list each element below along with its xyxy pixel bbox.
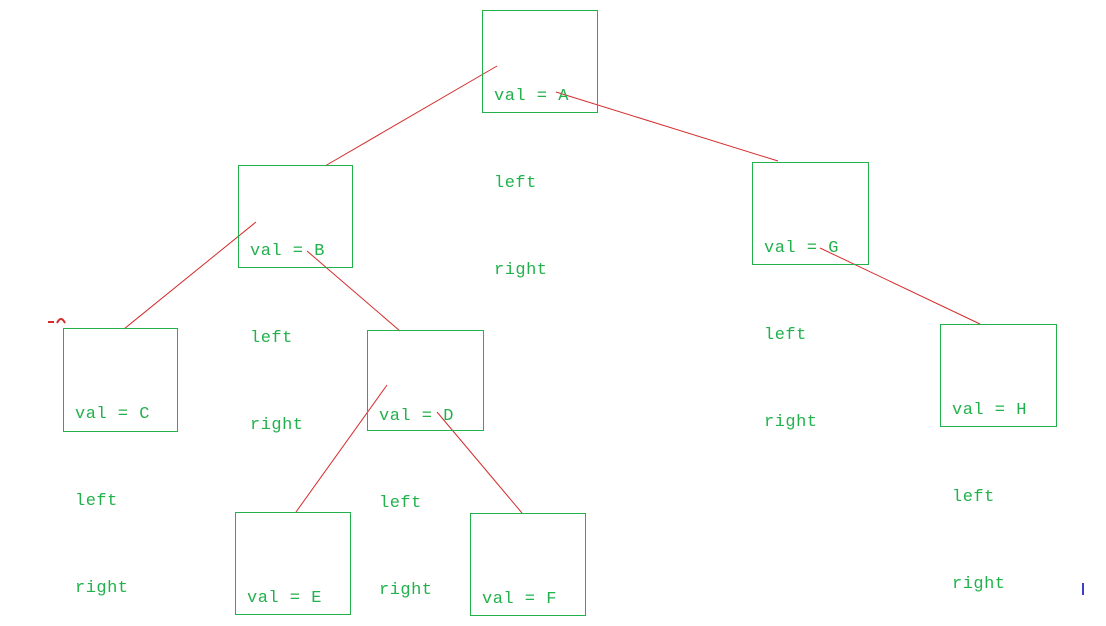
node-left-pointer-label: left [764, 326, 807, 345]
tree-node-H: val = H left right [940, 324, 1057, 594]
node-value-label: val = H [952, 401, 1027, 420]
artifact-group [48, 318, 66, 324]
node-right-pointer-label: right [250, 416, 304, 435]
node-value-label: val = A [494, 87, 569, 106]
clipped-red-fragment-arc [56, 318, 66, 324]
node-value-label: val = E [247, 589, 322, 608]
node-right-pointer-label: right [379, 581, 433, 600]
edge-A-left-to-B [324, 65, 498, 167]
tree-node-G: val = G left right [752, 162, 869, 432]
edge-B-left-to-C [123, 221, 257, 330]
node-value-label: val = F [482, 590, 557, 609]
tree-node-E: val = E left right [235, 512, 351, 615]
node-left-pointer-label: left [379, 494, 422, 513]
text-caret [1082, 583, 1084, 595]
node-left-pointer-label: left [494, 174, 537, 193]
tree-node-F: val = F left right [470, 513, 586, 616]
node-value-label: val = B [250, 242, 325, 261]
node-left-pointer-label: left [952, 488, 995, 507]
node-value-label: val = C [75, 405, 150, 424]
node-right-pointer-label: right [764, 413, 818, 432]
tree-node-C: val = C left right [63, 328, 178, 598]
node-right-pointer-label: right [494, 261, 548, 280]
tree-node-B: val = B left right [238, 165, 353, 435]
tree-node-A: val = A left right [482, 10, 598, 280]
node-right-pointer-label: right [75, 579, 129, 598]
node-right-pointer-label: right [952, 575, 1006, 594]
tree-node-D: val = D left right [367, 330, 484, 600]
node-left-pointer-label: left [250, 329, 293, 348]
node-left-pointer-label: left [75, 492, 118, 511]
node-value-label: val = G [764, 239, 839, 258]
node-value-label: val = D [379, 407, 454, 426]
